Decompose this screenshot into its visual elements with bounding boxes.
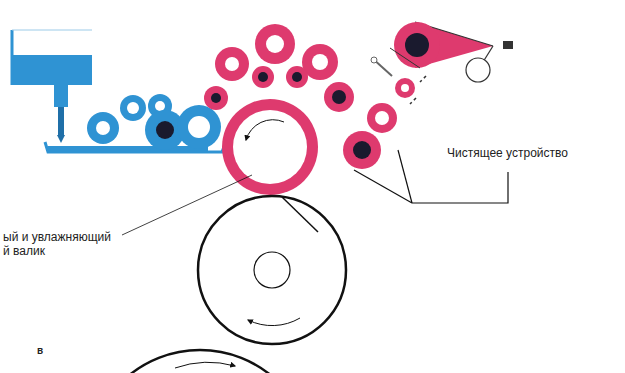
dampening-fountain <box>54 85 68 107</box>
dampening-fountain <box>57 135 65 143</box>
impression-cylinder <box>88 350 312 373</box>
ink-fountain <box>390 48 420 68</box>
inking-rollers <box>286 66 308 88</box>
blanket-cylinder <box>248 318 300 326</box>
ink-fountain <box>394 22 440 68</box>
leader-lines <box>412 172 508 203</box>
part-label: ый и увлажняющий <box>2 230 112 244</box>
inking-rollers <box>252 66 274 88</box>
inking-rollers <box>367 103 397 133</box>
plate-cylinder <box>222 99 318 195</box>
inking-rollers <box>258 72 268 82</box>
dampening-rollers <box>188 116 210 138</box>
leader-lines <box>354 170 412 203</box>
inking-rollers <box>332 90 346 104</box>
leader-lines <box>122 175 252 235</box>
ductor-lever <box>372 58 392 76</box>
dampening-rollers <box>155 101 165 111</box>
inking-rollers <box>266 35 284 53</box>
dampening-rollers <box>177 105 221 149</box>
dampening-rollers <box>120 95 146 121</box>
dampening-rollers <box>156 121 174 139</box>
dampening-rollers <box>127 102 139 114</box>
dampening-fountain <box>58 107 64 135</box>
blanket-cylinder <box>198 196 346 344</box>
plate-cylinder <box>246 120 284 140</box>
inking-rollers <box>375 111 389 125</box>
blanket-cylinder <box>282 197 318 232</box>
inking-rollers <box>324 82 354 112</box>
blanket-cylinder <box>254 252 290 288</box>
dampening-rollers <box>96 121 110 135</box>
ink-fountain <box>405 33 429 57</box>
figure-letter: в <box>36 344 44 358</box>
impression-cylinder <box>88 350 312 373</box>
part-label: й валик <box>2 244 46 258</box>
leader-lines <box>398 150 412 203</box>
ductor-lever <box>420 76 426 82</box>
inking-rollers <box>292 72 302 82</box>
part-label: Чистящее устройство <box>446 146 569 160</box>
inking-rollers <box>401 84 409 92</box>
dampening-fountain <box>12 55 92 85</box>
inking-rollers <box>255 24 295 64</box>
dampening-fountain <box>12 30 92 31</box>
inking-rollers <box>204 86 228 110</box>
ink-fountain <box>466 58 490 82</box>
impression-cylinder <box>175 362 235 368</box>
ink-fountain <box>503 41 513 49</box>
leader-lines <box>122 150 508 235</box>
plate-cylinder <box>222 99 318 195</box>
inking-rollers <box>211 93 221 103</box>
inking-rollers <box>312 54 328 70</box>
plate-cylinder <box>233 110 307 184</box>
inking-rollers <box>353 141 371 159</box>
dampening-fountain <box>48 146 208 152</box>
ductor-lever <box>410 98 416 104</box>
dampening-fountain <box>12 30 225 152</box>
ductor-lever <box>371 57 377 63</box>
inking-rollers <box>225 57 239 71</box>
dampening-rollers <box>87 94 221 150</box>
inking-rollers <box>395 78 415 98</box>
ductor-lever <box>371 57 426 104</box>
inking-rollers <box>215 47 249 81</box>
dampening-fountain <box>11 30 14 85</box>
inking-rollers <box>343 131 381 169</box>
blanket-cylinder <box>198 196 346 344</box>
dampening-rollers <box>87 112 119 144</box>
ink-fountain <box>390 22 513 82</box>
